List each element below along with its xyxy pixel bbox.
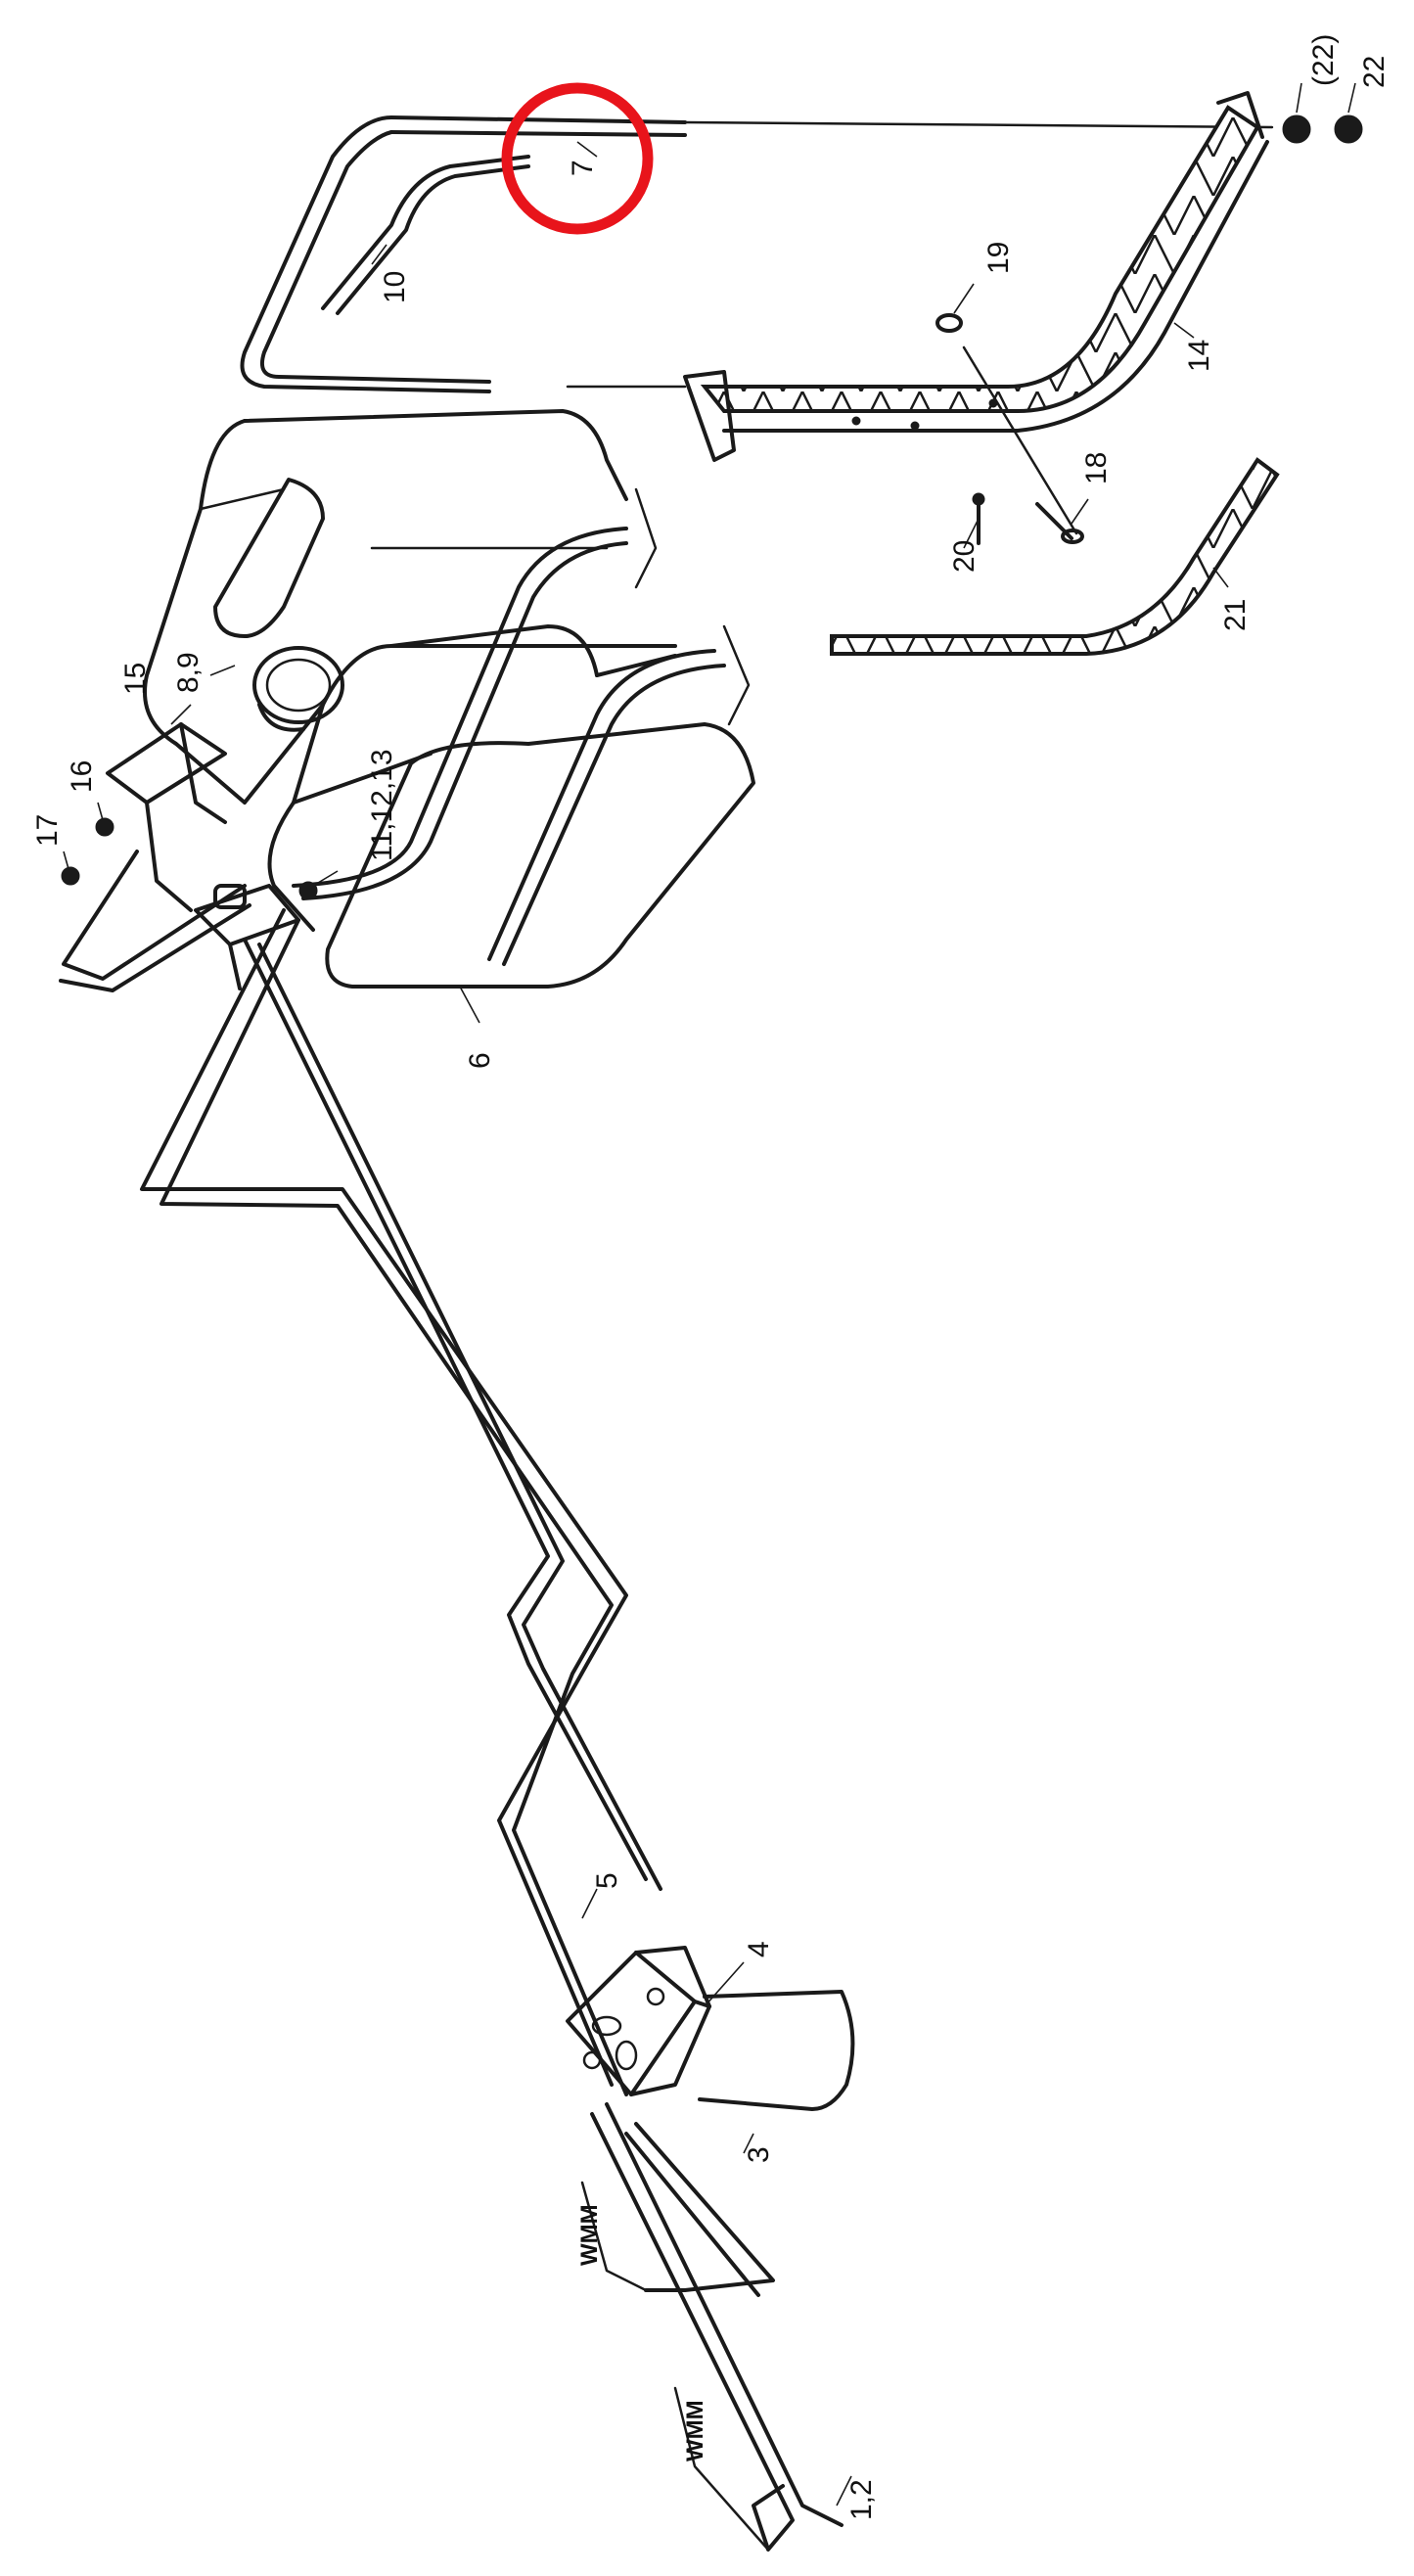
tank-bracket-lower bbox=[194, 884, 300, 990]
callout-labels: (22) 22 7 10 19 14 18 20 21 15 8,9 16 17… bbox=[31, 34, 1391, 2520]
callout-8-9: 8,9 bbox=[172, 652, 205, 693]
callout-16: 16 bbox=[66, 760, 98, 793]
callout-22: 22 bbox=[1358, 56, 1391, 88]
fuel-filter-body bbox=[698, 1990, 855, 2111]
washer-19-icon bbox=[935, 313, 963, 333]
fuel-pump bbox=[566, 1946, 855, 2111]
callout-21: 21 bbox=[1219, 599, 1252, 631]
fuel-tank bbox=[143, 409, 755, 989]
callout-22-paren: (22) bbox=[1307, 34, 1340, 86]
pin-20-icon bbox=[972, 492, 985, 545]
leader-lines bbox=[63, 82, 1356, 2552]
callout-18: 18 bbox=[1080, 452, 1113, 484]
fuel-line-outlet bbox=[590, 2102, 844, 2552]
fuel-line-main bbox=[140, 908, 628, 2096]
filler-cap-icon bbox=[252, 646, 344, 732]
tank-bracket-upper bbox=[106, 722, 227, 912]
callout-20: 20 bbox=[948, 540, 981, 573]
callout-15: 15 bbox=[119, 663, 152, 695]
bracket-21 bbox=[830, 457, 1280, 656]
callout-1-2: 1,2 bbox=[845, 2479, 878, 2520]
fuel-line-return bbox=[59, 850, 662, 1891]
callout-10: 10 bbox=[379, 271, 411, 303]
bolt-18 bbox=[962, 345, 1084, 544]
callout-4: 4 bbox=[743, 1941, 775, 1957]
nut-22-paren-icon bbox=[1282, 115, 1311, 144]
nut-22-icon bbox=[1334, 115, 1363, 144]
callout-11-12-13: 11,12,13 bbox=[366, 749, 398, 861]
callout-5: 5 bbox=[591, 1872, 623, 1889]
callout-14: 14 bbox=[1183, 340, 1215, 372]
highlight-circle bbox=[501, 82, 654, 235]
callout-17: 17 bbox=[31, 814, 64, 847]
callout-3: 3 bbox=[743, 2146, 775, 2163]
handwritten-annotation-b: WMM bbox=[682, 2400, 708, 2461]
tank-strap-front bbox=[292, 487, 658, 900]
carrier-rail-14 bbox=[683, 91, 1269, 462]
tank-strap-rear bbox=[487, 624, 751, 966]
callout-19: 19 bbox=[982, 242, 1015, 274]
callout-7: 7 bbox=[567, 160, 599, 176]
fuel-tank-neck bbox=[213, 478, 325, 638]
callout-6: 6 bbox=[464, 1052, 496, 1069]
handwritten-annotation-a: WMM bbox=[576, 2204, 603, 2266]
